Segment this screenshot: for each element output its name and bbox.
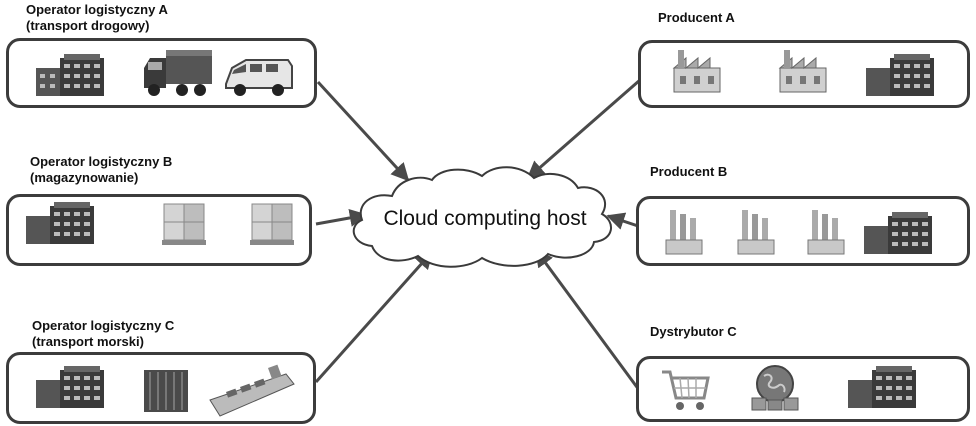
- op-c-title: Operator logistyczny C: [32, 318, 175, 333]
- power-plant-icon: [807, 210, 845, 255]
- factory-icon: [672, 50, 721, 93]
- power-plant-icon: [665, 210, 703, 255]
- prod-b-title: Producent B: [650, 164, 728, 179]
- arrow-op-b: [315, 209, 368, 227]
- power-plant-icon: [737, 210, 775, 255]
- op-b-title: Operator logistyczny B: [30, 154, 173, 169]
- arrow-prod-a: [526, 78, 641, 180]
- truck-icon: [144, 50, 212, 96]
- arrow-prod-b: [606, 212, 639, 230]
- pallet-boxes-icon: [250, 203, 294, 245]
- dist-c-title: Dystrybutor C: [650, 324, 737, 339]
- building-icon: [848, 366, 916, 408]
- op-a-subtitle: (transport drogowy): [26, 18, 150, 33]
- op-c-subtitle: (transport morski): [32, 334, 144, 349]
- shipping-container-icon: [144, 370, 188, 412]
- pallet-boxes-icon: [162, 203, 206, 245]
- globe-packages-icon: [751, 365, 799, 411]
- building-icon: [866, 54, 934, 96]
- op-b-subtitle: (magazynowanie): [30, 170, 139, 185]
- arrow-dist-c: [534, 248, 644, 395]
- arrow-op-a: [316, 80, 410, 182]
- cloud-shape: [352, 166, 612, 268]
- building-icon: [36, 54, 104, 96]
- prod-a-title: Producent A: [658, 10, 735, 25]
- building-icon: [864, 212, 932, 254]
- building-icon: [26, 202, 94, 244]
- shopping-cart-icon: [662, 370, 710, 410]
- building-icon: [36, 366, 104, 408]
- van-icon: [225, 59, 293, 96]
- cargo-ship-icon: [209, 364, 295, 417]
- cloud-label: Cloud computing host: [383, 207, 587, 230]
- factory-icon: [778, 50, 827, 93]
- arrow-op-c: [314, 250, 434, 383]
- op-a-title: Operator logistyczny A: [26, 2, 168, 17]
